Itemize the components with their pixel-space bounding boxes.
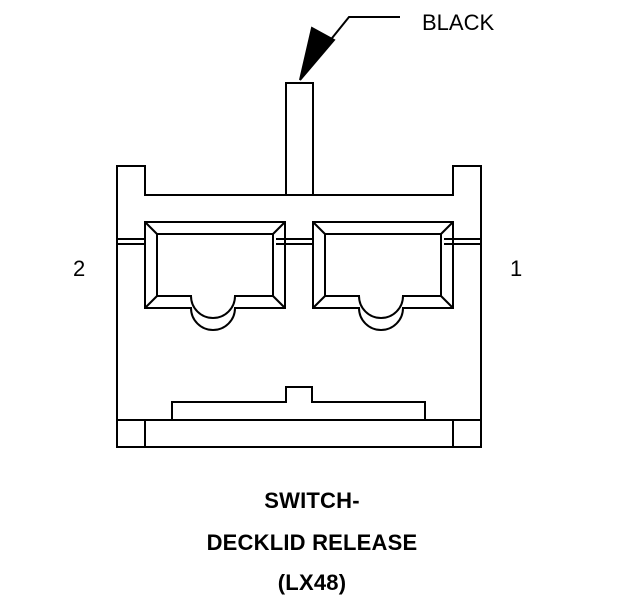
pin-2-label: 2: [73, 256, 85, 281]
terminal-cavity-1: [312, 221, 454, 331]
caption-line-3: (LX48): [277, 570, 347, 595]
caption-line-1: SWITCH-: [264, 488, 360, 513]
caption-line-2: DECKLID RELEASE: [206, 530, 418, 555]
pin-1-label: 1: [510, 256, 522, 281]
leader-line: [319, 16, 400, 54]
terminal-cavity-2: [144, 221, 286, 331]
connector-body: [116, 165, 482, 448]
wire: [285, 82, 314, 196]
wire-color-label: BLACK: [422, 10, 494, 35]
connector-latch: [171, 386, 426, 420]
arrow-head: [299, 26, 336, 81]
